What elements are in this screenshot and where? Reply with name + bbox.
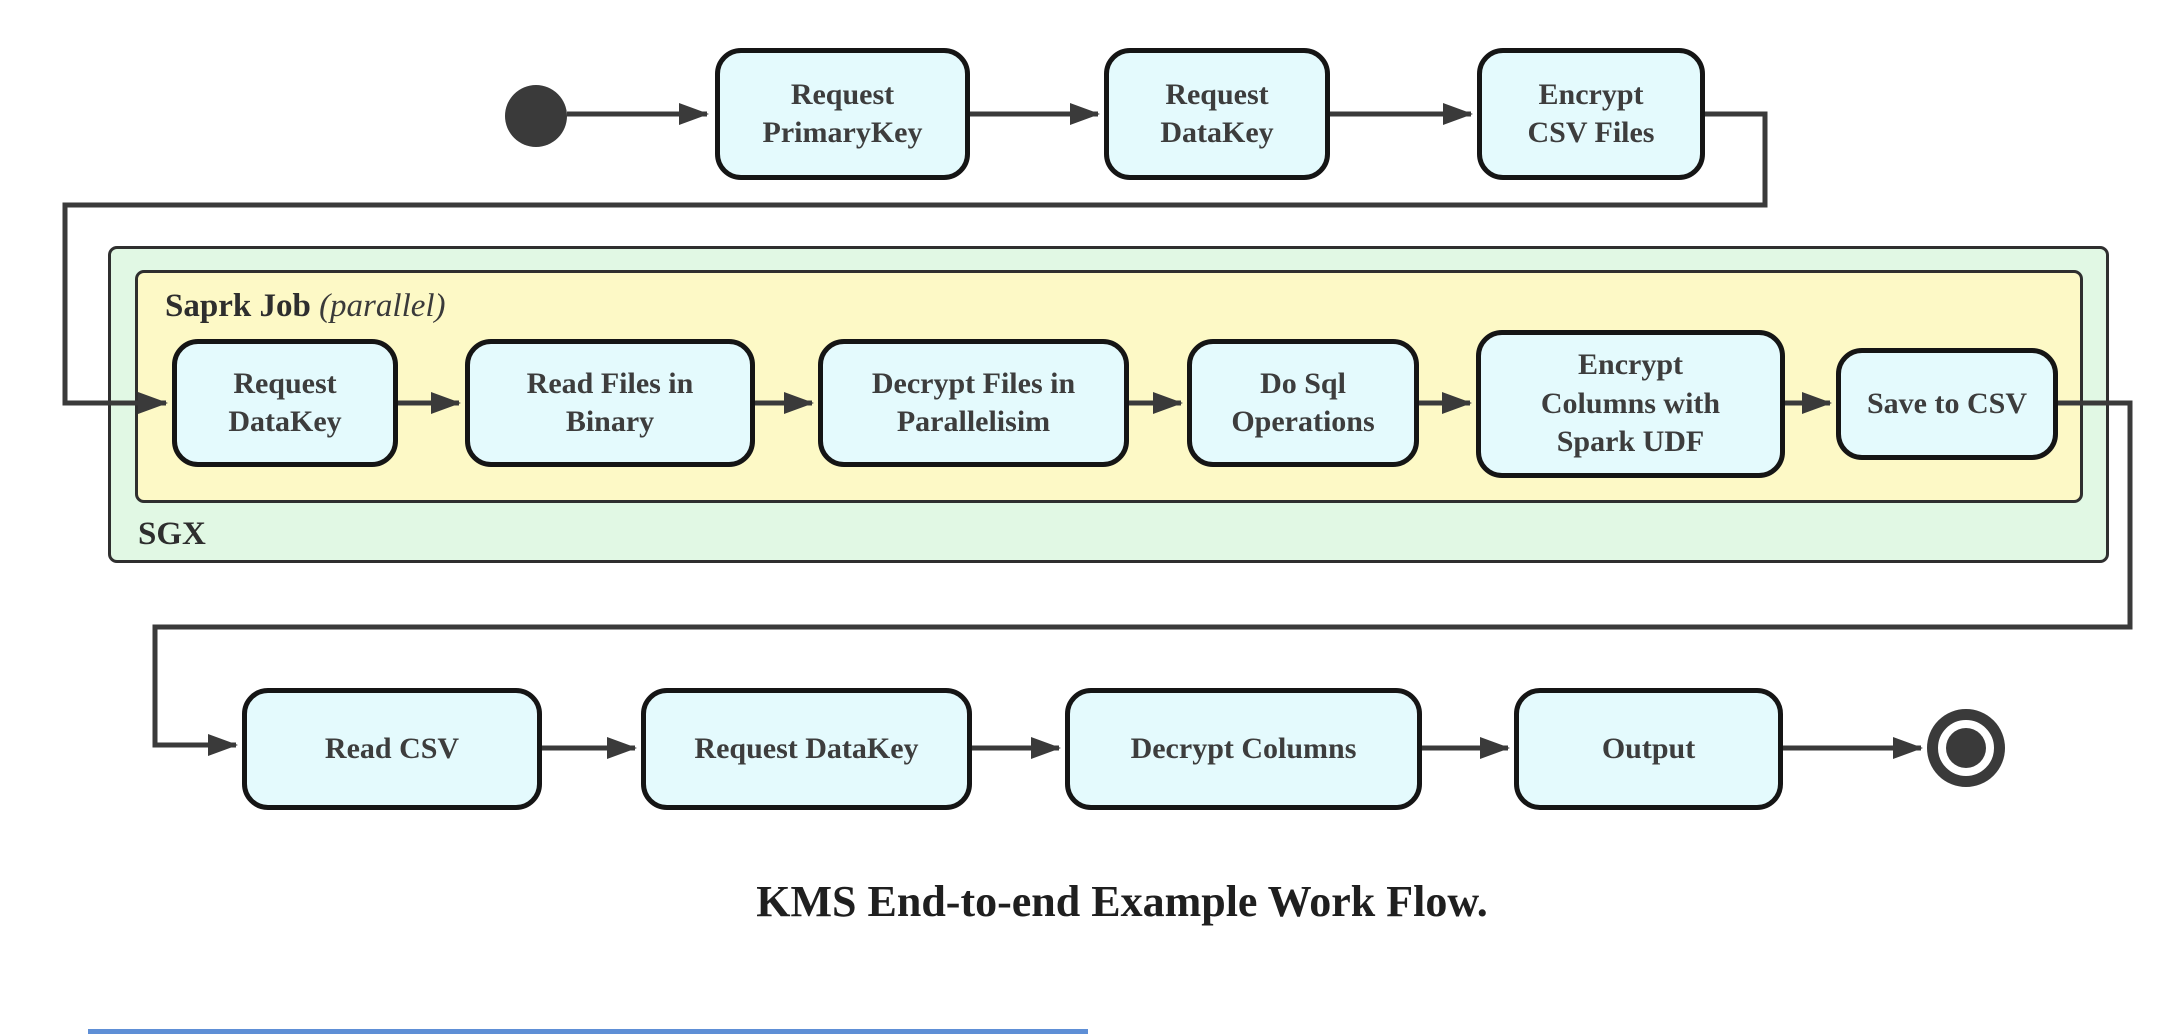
end-node-dot — [1946, 728, 1986, 768]
node-request-datakey-top: Request DataKey — [1104, 48, 1330, 180]
node-do-sql-operations: Do Sql Operations — [1187, 339, 1419, 467]
spark-job-annotation: (parallel) — [319, 288, 446, 324]
node-request-datakey-bottom: Request DataKey — [641, 688, 972, 810]
node-encrypt-csv-files: Encrypt CSV Files — [1477, 48, 1705, 180]
diagram-caption: KMS End-to-end Example Work Flow. — [756, 877, 1488, 926]
spark-job-label: Saprk Job (parallel) — [165, 288, 446, 325]
node-read-files-in-binary: Read Files in Binary — [465, 339, 755, 467]
bottom-blue-line — [88, 1029, 1088, 1034]
node-encrypt-columns-with-spark-udf: Encrypt Columns with Spark UDF — [1476, 330, 1785, 478]
spark-job-title: Saprk Job — [165, 288, 311, 324]
node-request-datakey-spark: Request DataKey — [172, 339, 398, 467]
node-save-to-csv: Save to CSV — [1836, 348, 2058, 460]
node-request-primarykey: Request PrimaryKey — [715, 48, 970, 180]
node-decrypt-files-in-parallelisim: Decrypt Files in Parallelisim — [818, 339, 1129, 467]
sgx-label: SGX — [138, 516, 206, 552]
end-node — [1927, 709, 2005, 787]
node-decrypt-columns: Decrypt Columns — [1065, 688, 1422, 810]
start-node — [505, 85, 567, 147]
node-output: Output — [1514, 688, 1783, 810]
node-read-csv: Read CSV — [242, 688, 542, 810]
